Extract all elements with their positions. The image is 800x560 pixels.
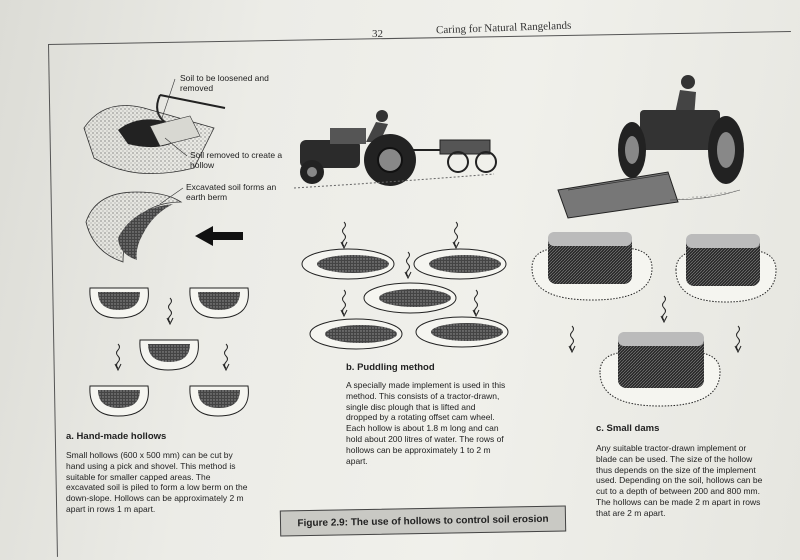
hollow-icon — [89, 287, 149, 319]
section-a-title: a. Hand-made hollows — [66, 431, 167, 442]
hollow-icon — [301, 248, 395, 280]
water-flow-icon — [568, 325, 576, 353]
water-flow-icon — [340, 221, 348, 249]
callout-excavated-soil: Excavated soil forms an earth berm — [186, 182, 277, 202]
hollow-icon — [413, 248, 507, 280]
hollow-icon — [415, 316, 509, 348]
tractor-icon — [557, 75, 744, 219]
water-flow-icon — [452, 221, 460, 249]
water-flow-icon — [222, 343, 230, 371]
hollow-icon — [189, 385, 249, 417]
figure-caption: Figure 2.9: The use of hollows to contro… — [279, 505, 567, 537]
berm-diagram — [85, 187, 184, 263]
page-number: 32 — [372, 28, 383, 40]
water-flow-icon — [114, 343, 122, 371]
callout-soil-loosened: Soil to be loosened and removed — [180, 73, 269, 93]
water-flow-icon — [472, 289, 480, 317]
water-flow-icon — [166, 297, 174, 325]
tractor-icon — [293, 110, 497, 189]
figure-caption-text: Figure 2.9: The use of hollows to contro… — [297, 513, 549, 529]
hollows-grid-a — [89, 287, 249, 417]
section-c-body: Any suitable tractor-drawn implement or … — [596, 443, 763, 518]
section-b-title: b. Puddling method — [346, 362, 435, 373]
hollow-icon — [89, 385, 149, 417]
callout-soil-removed: Soil removed to create a hollow — [190, 150, 283, 170]
section-b-body: A specially made implement is used in th… — [346, 380, 506, 466]
dam-icon — [531, 232, 653, 301]
page-header: 32 Caring for Natural Rangelands — [0, 14, 800, 44]
dam-icon — [675, 234, 777, 303]
section-a-body: Small hollows (600 x 500 mm) can be cut … — [66, 450, 248, 514]
water-flow-icon — [660, 295, 668, 323]
hollow-icon — [363, 282, 457, 314]
excavation-diagram — [83, 78, 215, 175]
water-flow-icon — [734, 325, 742, 353]
dam-icon — [599, 332, 721, 407]
hollow-icon — [139, 339, 199, 371]
hollows-grid-b — [301, 221, 509, 350]
hollow-icon — [309, 318, 403, 350]
section-c-title: c. Small dams — [596, 423, 660, 434]
arrow-left-icon — [195, 226, 243, 246]
water-flow-icon — [340, 289, 348, 317]
dams-grid-c — [531, 232, 777, 407]
water-flow-icon — [404, 251, 412, 279]
hollow-icon — [189, 287, 249, 319]
